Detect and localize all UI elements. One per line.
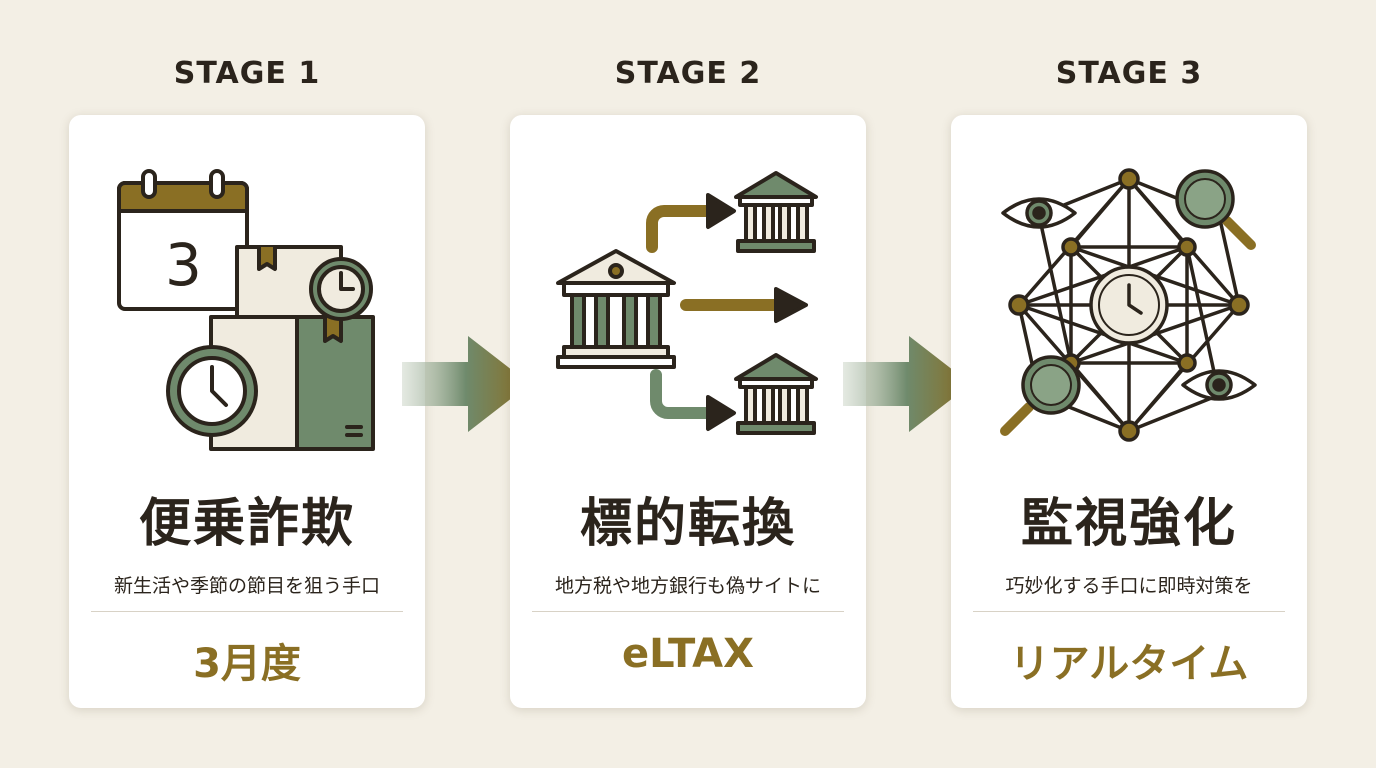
clock-icon	[309, 257, 373, 321]
package-icon	[295, 315, 375, 451]
eye-icon	[1181, 369, 1257, 401]
stage-3-title: 監視強化	[1020, 494, 1237, 554]
bank-redirect-icon	[556, 171, 818, 435]
bank-icon	[556, 249, 676, 369]
magnifier-icon	[1000, 355, 1081, 436]
stage-1-label: STAGE 1	[173, 56, 321, 91]
bank-icon	[734, 353, 818, 435]
calendar-packages-clock-icon: 3	[117, 169, 375, 451]
clock-icon	[1089, 265, 1169, 345]
clock-icon	[166, 345, 258, 437]
calendar-day-number: 3	[165, 231, 202, 299]
calendar-icon	[117, 169, 249, 311]
stage-3-description: 巧妙化する手口に即時対策を	[1005, 575, 1253, 597]
stage-3-divider	[973, 611, 1285, 612]
stage-3-label: STAGE 3	[1055, 56, 1203, 91]
bank-icon	[734, 171, 818, 253]
stage-2-title: 標的転換	[579, 494, 796, 554]
stage-2-keyword: eLTAX	[622, 631, 754, 677]
stage-1-divider	[91, 611, 403, 612]
stage-2-divider	[532, 611, 844, 612]
magnifier-icon	[1175, 169, 1256, 250]
eye-icon	[1001, 197, 1077, 229]
flow-arrow-icon	[402, 336, 530, 432]
flow-arrow-icon	[843, 336, 971, 432]
stage-1-description: 新生活や季節の節目を狙う手口	[113, 575, 380, 597]
stage-1-keyword: 3月度	[193, 641, 301, 687]
stage-2-label: STAGE 2	[614, 56, 762, 91]
stage-2-card: 標的転換 地方税や地方銀行も偽サイトに eLTAX	[510, 115, 866, 708]
stage-1-title: 便乗詐欺	[138, 494, 355, 554]
surveillance-network-icon	[1000, 168, 1257, 442]
stage-1-card: 3 便乗詐欺 新生活や季節の節目を狙う手口 3月度	[69, 115, 425, 708]
stage-3-keyword: リアルタイム	[1009, 641, 1249, 687]
stage-2-description: 地方税や地方銀行も偽サイトに	[554, 575, 821, 597]
stage-3-card: 監視強化 巧妙化する手口に即時対策を リアルタイム	[951, 115, 1307, 708]
